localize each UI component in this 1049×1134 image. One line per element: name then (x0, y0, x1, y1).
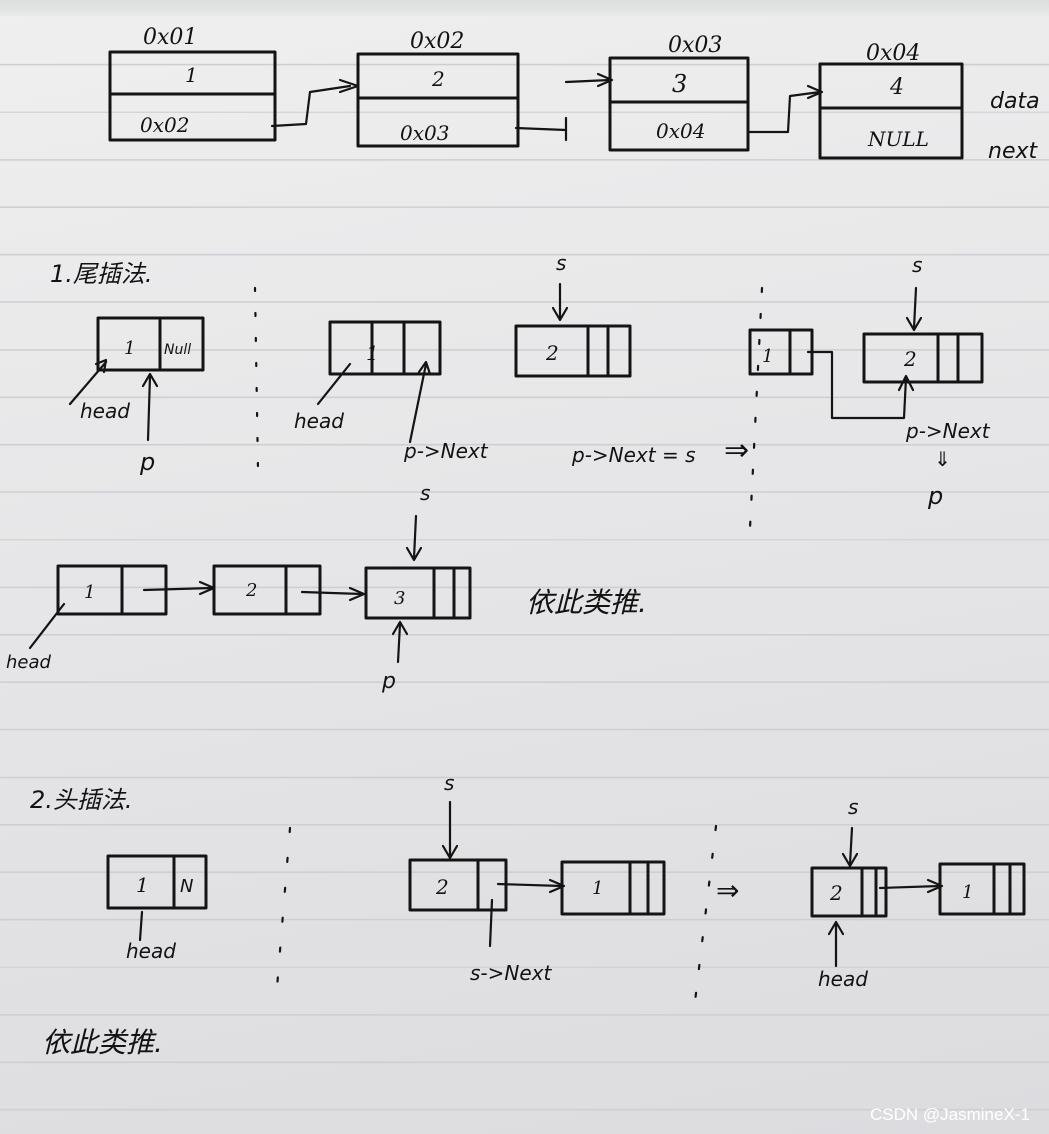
link-arrow (142, 586, 214, 592)
s-pointer (412, 514, 418, 560)
s-pointer (848, 826, 854, 866)
step-divider (692, 824, 718, 1012)
link-arrow (564, 78, 612, 84)
s-label: s (420, 481, 430, 505)
list-node (96, 316, 205, 372)
s-label: s (444, 771, 454, 795)
address-label: 0x02 (410, 29, 464, 54)
link-arrow (878, 884, 942, 890)
list-node (818, 62, 964, 160)
implies-arrow: ⇒ (724, 433, 749, 468)
node-data: 1 (136, 873, 149, 897)
p-label: p (381, 669, 396, 694)
list-node (108, 50, 277, 142)
p-next-label: p->Next (905, 419, 991, 443)
head-pointer (28, 602, 66, 650)
p-label: p (139, 448, 155, 476)
step-divider (274, 826, 292, 1002)
node-next: N (180, 876, 193, 897)
assign-label: p->Next = s (571, 443, 696, 467)
head-label: head (80, 399, 130, 423)
new-node-s (862, 332, 984, 384)
node-next: Null (164, 342, 191, 358)
node-data: 2 (431, 67, 445, 91)
node-data: 2 (245, 580, 257, 601)
p-pointer (396, 622, 402, 664)
node-data: 1 (84, 582, 95, 603)
top-linked-list: 0x01 1 0x02 0x02 2 0x03 0x03 3 0x04 0x04… (108, 25, 1040, 164)
node-data: 3 (672, 70, 687, 98)
p-label: p (927, 482, 943, 510)
p-pointer (146, 374, 152, 442)
step-divider (253, 286, 260, 472)
link-arrow (270, 84, 352, 128)
paper-top-edge (0, 0, 1049, 16)
node-data: 1 (592, 878, 603, 899)
chain-node (212, 564, 322, 616)
row-label-data: data (990, 89, 1040, 114)
p-next-pointer (408, 362, 428, 444)
link-arrow (496, 882, 564, 888)
node-data: 1 (762, 346, 773, 367)
head-pointer (316, 362, 352, 406)
link-arrow (300, 590, 364, 596)
node-data: 2 (829, 881, 843, 905)
node-data: 2 (435, 875, 449, 899)
address-label: 0x04 (866, 41, 920, 66)
node-next: NULL (867, 127, 929, 151)
new-node-s (514, 324, 632, 378)
head-pointer (68, 360, 108, 406)
node-data: 3 (394, 588, 405, 609)
node-data: 1 (124, 338, 135, 359)
head-label: head (126, 939, 176, 963)
equals-down-arrow: ⇓ (934, 447, 951, 471)
head-label: head (6, 652, 52, 673)
s-label: s (848, 795, 858, 819)
new-node-s (810, 866, 888, 918)
list-node (106, 854, 208, 910)
implies-arrow: ⇒ (716, 874, 739, 907)
address-label: 0x01 (143, 25, 197, 50)
head-insert-section: 2.头插法. 1 N head s 2 1 s->Next ⇒ s 2 (30, 771, 1026, 1059)
list-node (748, 328, 814, 376)
s-label: s (556, 251, 566, 275)
node-data: 2 (545, 341, 559, 365)
list-node (356, 52, 520, 148)
s-pointer (912, 286, 918, 330)
list-node (328, 320, 442, 376)
head-pointer (138, 910, 144, 942)
node-data: 1 (366, 341, 379, 365)
next-link (806, 350, 908, 420)
node-data: 2 (903, 347, 917, 371)
etc-label: 依此类推. (42, 1026, 163, 1059)
node-data: 4 (889, 75, 904, 100)
section-heading: 2.头插法. (30, 786, 133, 814)
p-next-label: p->Next (403, 439, 489, 463)
section-heading: 1.尾插法. (50, 260, 153, 288)
s-label: s (912, 253, 922, 277)
link-stub (514, 126, 568, 132)
tail-insert-section: 1.尾插法. 1 Null head p 1 head p->Next s 2 … (6, 251, 991, 694)
address-label: 0x03 (668, 33, 722, 58)
s-next-pointer (488, 898, 494, 948)
node-next: 0x02 (140, 113, 189, 137)
list-node (608, 56, 750, 152)
step-divider (748, 286, 764, 530)
list-node (560, 860, 666, 916)
s-next-label: s->Next (470, 961, 552, 985)
node-data: 1 (185, 63, 198, 87)
etc-label: 依此类推. (526, 586, 647, 619)
node-data: 1 (962, 882, 973, 903)
node-next: 0x03 (400, 121, 449, 145)
head-label: head (818, 967, 868, 991)
link-arrow (746, 90, 822, 134)
node-next: 0x04 (656, 119, 705, 143)
list-node (938, 862, 1026, 916)
head-label: head (294, 409, 344, 433)
row-label-next: next (988, 139, 1038, 164)
watermark: CSDN @JasmineX-1 (870, 1105, 1030, 1124)
chain-node (364, 566, 472, 620)
